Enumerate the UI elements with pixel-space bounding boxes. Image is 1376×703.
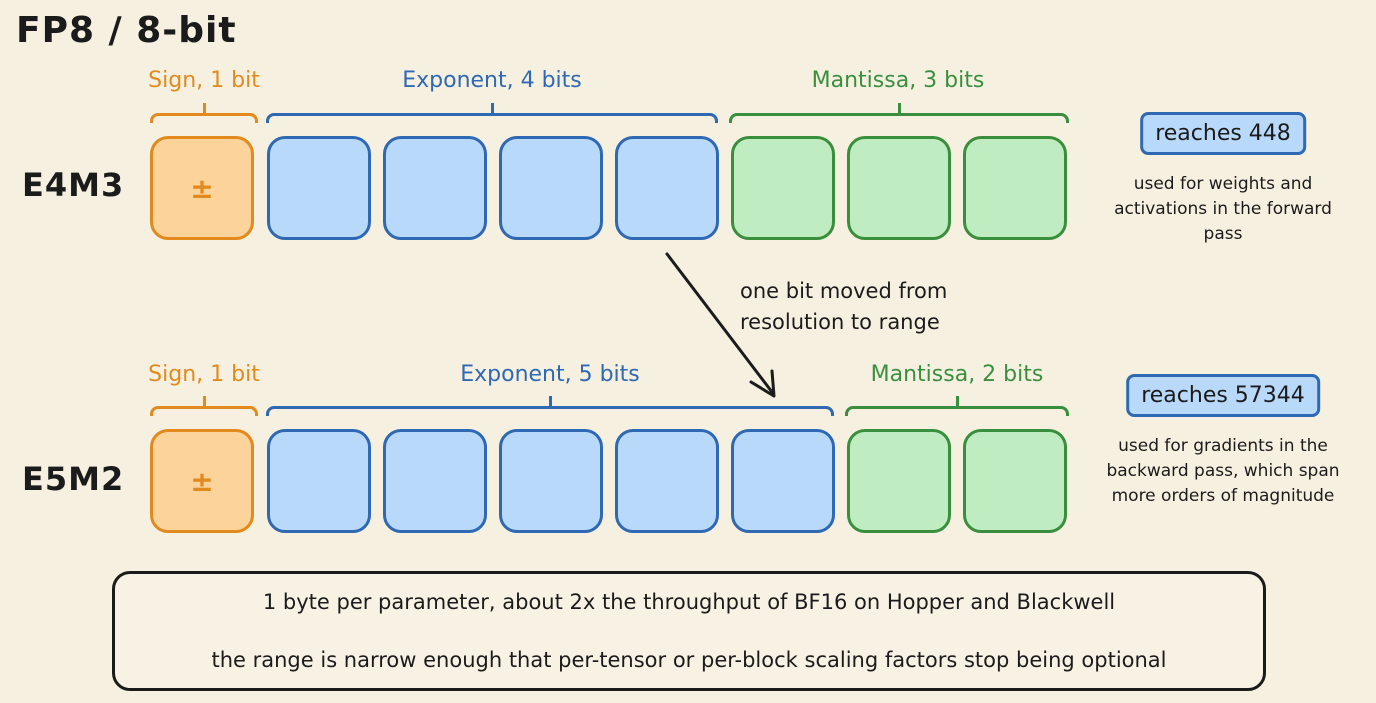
- usage-note-e4m3: used for weights and activations in the …: [1114, 174, 1332, 244]
- sign-label-e4m3: Sign, 1 bit: [148, 68, 260, 93]
- exponent-bit-e5m2: [731, 429, 835, 533]
- sign-bracket-e5m2: [150, 396, 258, 416]
- sign-bracket-e4m3: [150, 103, 258, 123]
- mantissa-bracket-e4m3: [729, 103, 1069, 123]
- exponent-bit-e4m3: [267, 136, 371, 240]
- mantissa-label-e4m3: Mantissa, 3 bits: [811, 68, 985, 93]
- mantissa-bit-e4m3: [847, 136, 951, 240]
- exponent-label-e4m3: Exponent, 4 bits: [402, 68, 582, 93]
- format-name-e5m2: E5M2: [22, 460, 125, 498]
- plus-minus-icon: ±: [190, 171, 214, 205]
- mantissa-bit-e5m2: [847, 429, 951, 533]
- format-name-e4m3: E4M3: [22, 166, 125, 204]
- range-badge-e4m3: reaches 448: [1140, 112, 1306, 155]
- mantissa-bit-e4m3: [963, 136, 1067, 240]
- arrow-note: one bit moved from resolution to range: [740, 279, 948, 334]
- exponent-bit-e5m2: [383, 429, 487, 533]
- exponent-bit-e5m2: [615, 429, 719, 533]
- summary-line-2: the range is narrow enough that per-tens…: [211, 648, 1167, 672]
- exponent-label-e5m2: Exponent, 5 bits: [460, 362, 640, 387]
- exponent-bit-e4m3: [383, 136, 487, 240]
- exponent-bracket-e4m3: [266, 103, 718, 123]
- mantissa-bit-e5m2: [963, 429, 1067, 533]
- sign-bit-e5m2: ±: [150, 429, 254, 533]
- mantissa-bit-e4m3: [731, 136, 835, 240]
- exponent-bracket-e5m2: [266, 396, 834, 416]
- mantissa-bracket-e5m2: [845, 396, 1069, 416]
- mantissa-label-e5m2: Mantissa, 2 bits: [870, 362, 1044, 387]
- sign-label-e5m2: Sign, 1 bit: [148, 362, 260, 387]
- sign-bit-e4m3: ±: [150, 136, 254, 240]
- exponent-bit-e5m2: [267, 429, 371, 533]
- summary-line-1: 1 byte per parameter, about 2x the throu…: [262, 590, 1116, 614]
- exponent-bit-e5m2: [499, 429, 603, 533]
- summary-box: 1 byte per parameter, about 2x the throu…: [112, 571, 1266, 691]
- usage-note-e5m2: used for gradients in the backward pass,…: [1106, 436, 1340, 506]
- exponent-bit-e4m3: [499, 136, 603, 240]
- plus-minus-icon: ±: [190, 464, 214, 498]
- range-badge-e5m2: reaches 57344: [1126, 374, 1320, 417]
- diagram-title: FP8 / 8-bit: [16, 10, 237, 51]
- exponent-bit-e4m3: [615, 136, 719, 240]
